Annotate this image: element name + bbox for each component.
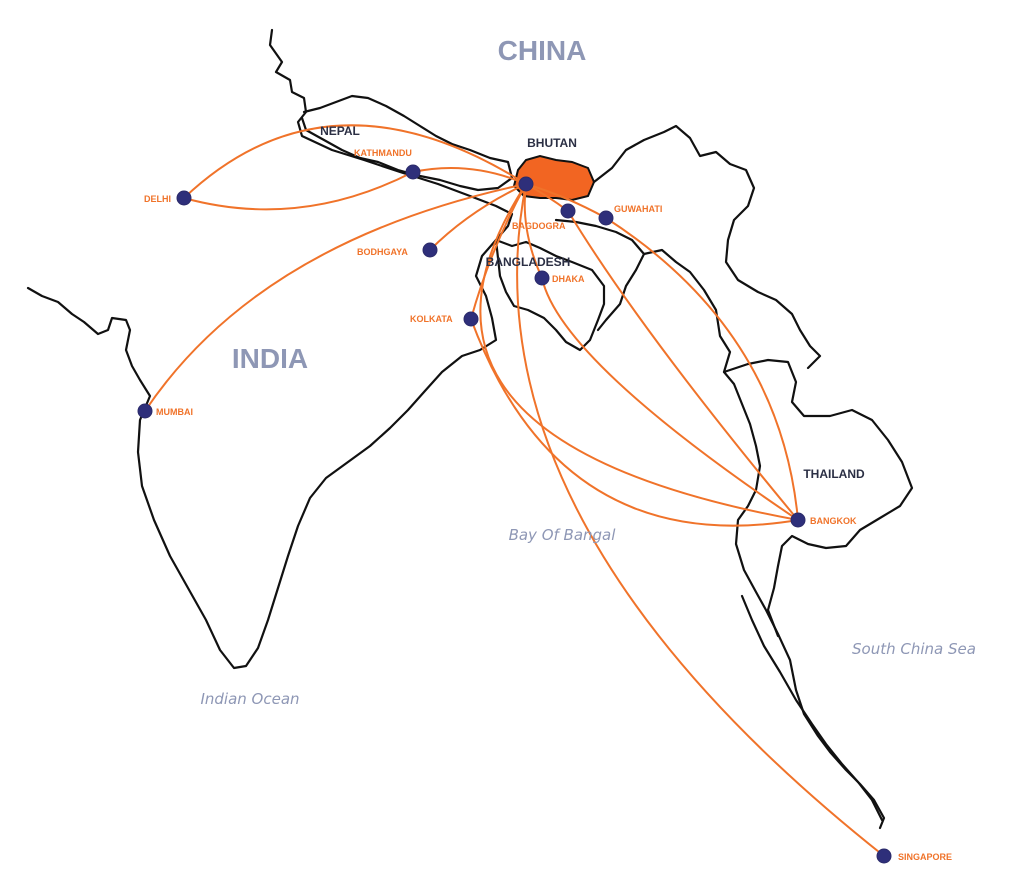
city-label-kolkata: KOLKATA [410,314,453,324]
city-label-mumbai: MUMBAI [156,407,193,417]
water-label-south-china-sea: South China Sea [852,640,976,658]
route-guwahati-bangkok [605,217,799,521]
country-label-india: INDIA [232,343,308,374]
country-label-nepal: NEPAL [320,124,360,138]
city-marker-bagdogra[interactable]: BAGDOGRA [512,203,576,231]
route-lines [144,124,885,857]
city-dot-bangkok-icon [790,512,806,528]
hub-marker-bhutan[interactable] [518,176,534,192]
thailand-outline [722,358,914,638]
city-marker-kolkata[interactable]: KOLKATA [410,311,479,327]
northeast-outline [592,124,822,370]
city-marker-mumbai[interactable]: MUMBAI [137,403,193,419]
city-marker-guwahati[interactable]: GUWAHATI [598,204,662,226]
route-bhutan-bangkok [479,183,799,521]
country-labels: CHINA NEPAL BHUTAN BANGLADESH INDIA THAI… [232,35,865,481]
city-dot-mumbai-icon [137,403,153,419]
route-kathmandu-delhi [183,171,414,211]
route-bhutan-singapore [516,183,885,857]
city-dot-kolkata-icon [463,311,479,327]
city-label-bangkok: BANGKOK [810,516,857,526]
city-marker-singapore[interactable]: SINGAPORE [876,848,952,864]
city-label-kathmandu: KATHMANDU [354,148,412,158]
city-dot-dhaka-icon [534,270,550,286]
city-marker-kathmandu[interactable]: KATHMANDU [354,148,421,180]
city-label-delhi: DELHI [144,194,171,204]
city-marker-bangkok[interactable]: BANGKOK [790,512,857,528]
hub-dot-icon [518,176,534,192]
india-outline [26,28,514,670]
country-label-bangladesh: BANGLADESH [486,255,571,269]
route-bhutan-guwahati [525,183,607,219]
nepal-outline [300,94,514,192]
route-bhutan-mumbai [144,183,527,412]
route-bhutan-bodhgaya [429,183,527,251]
city-label-bodhgaya: BODHGAYA [357,247,408,257]
water-labels: Bay Of Bangal Indian Ocean South China S… [200,526,976,708]
city-label-singapore: SINGAPORE [898,852,952,862]
country-label-bhutan: BHUTAN [527,136,577,150]
city-marker-bodhgaya[interactable]: BODHGAYA [357,242,438,258]
city-label-bagdogra: BAGDOGRA [512,221,566,231]
country-label-thailand: THAILAND [803,467,865,481]
city-label-guwahati: GUWAHATI [614,204,662,214]
city-marker-delhi[interactable]: DELHI [144,190,192,206]
city-dot-guwahati-icon [598,210,614,226]
route-bhutan-kathmandu [412,167,527,185]
water-label-indian-ocean: Indian Ocean [200,690,299,708]
bangladesh-outline [494,238,606,352]
route-bhutan-delhi [183,124,527,199]
route-kolkata-bangkok [470,318,799,527]
water-label-bay-of-bengal: Bay Of Bangal [509,526,617,544]
city-marker-dhaka[interactable]: DHAKA [534,270,585,286]
route-bagdogra-bangkok [567,210,799,521]
country-label-china: CHINA [498,35,587,66]
city-markers: DELHI KATHMANDU BODHGAYA BAGDOGRA GUWAHA… [137,148,952,864]
city-label-dhaka: DHAKA [552,274,585,284]
city-dot-delhi-icon [176,190,192,206]
myanmar-outline [642,248,886,830]
city-dot-bagdogra-icon [560,203,576,219]
route-dhaka-bangkok [541,277,799,521]
route-bhutan-kolkata [470,183,527,320]
city-dot-bodhgaya-icon [422,242,438,258]
malay-outline [740,594,884,822]
city-dot-kathmandu-icon [405,164,421,180]
city-dot-singapore-icon [876,848,892,864]
